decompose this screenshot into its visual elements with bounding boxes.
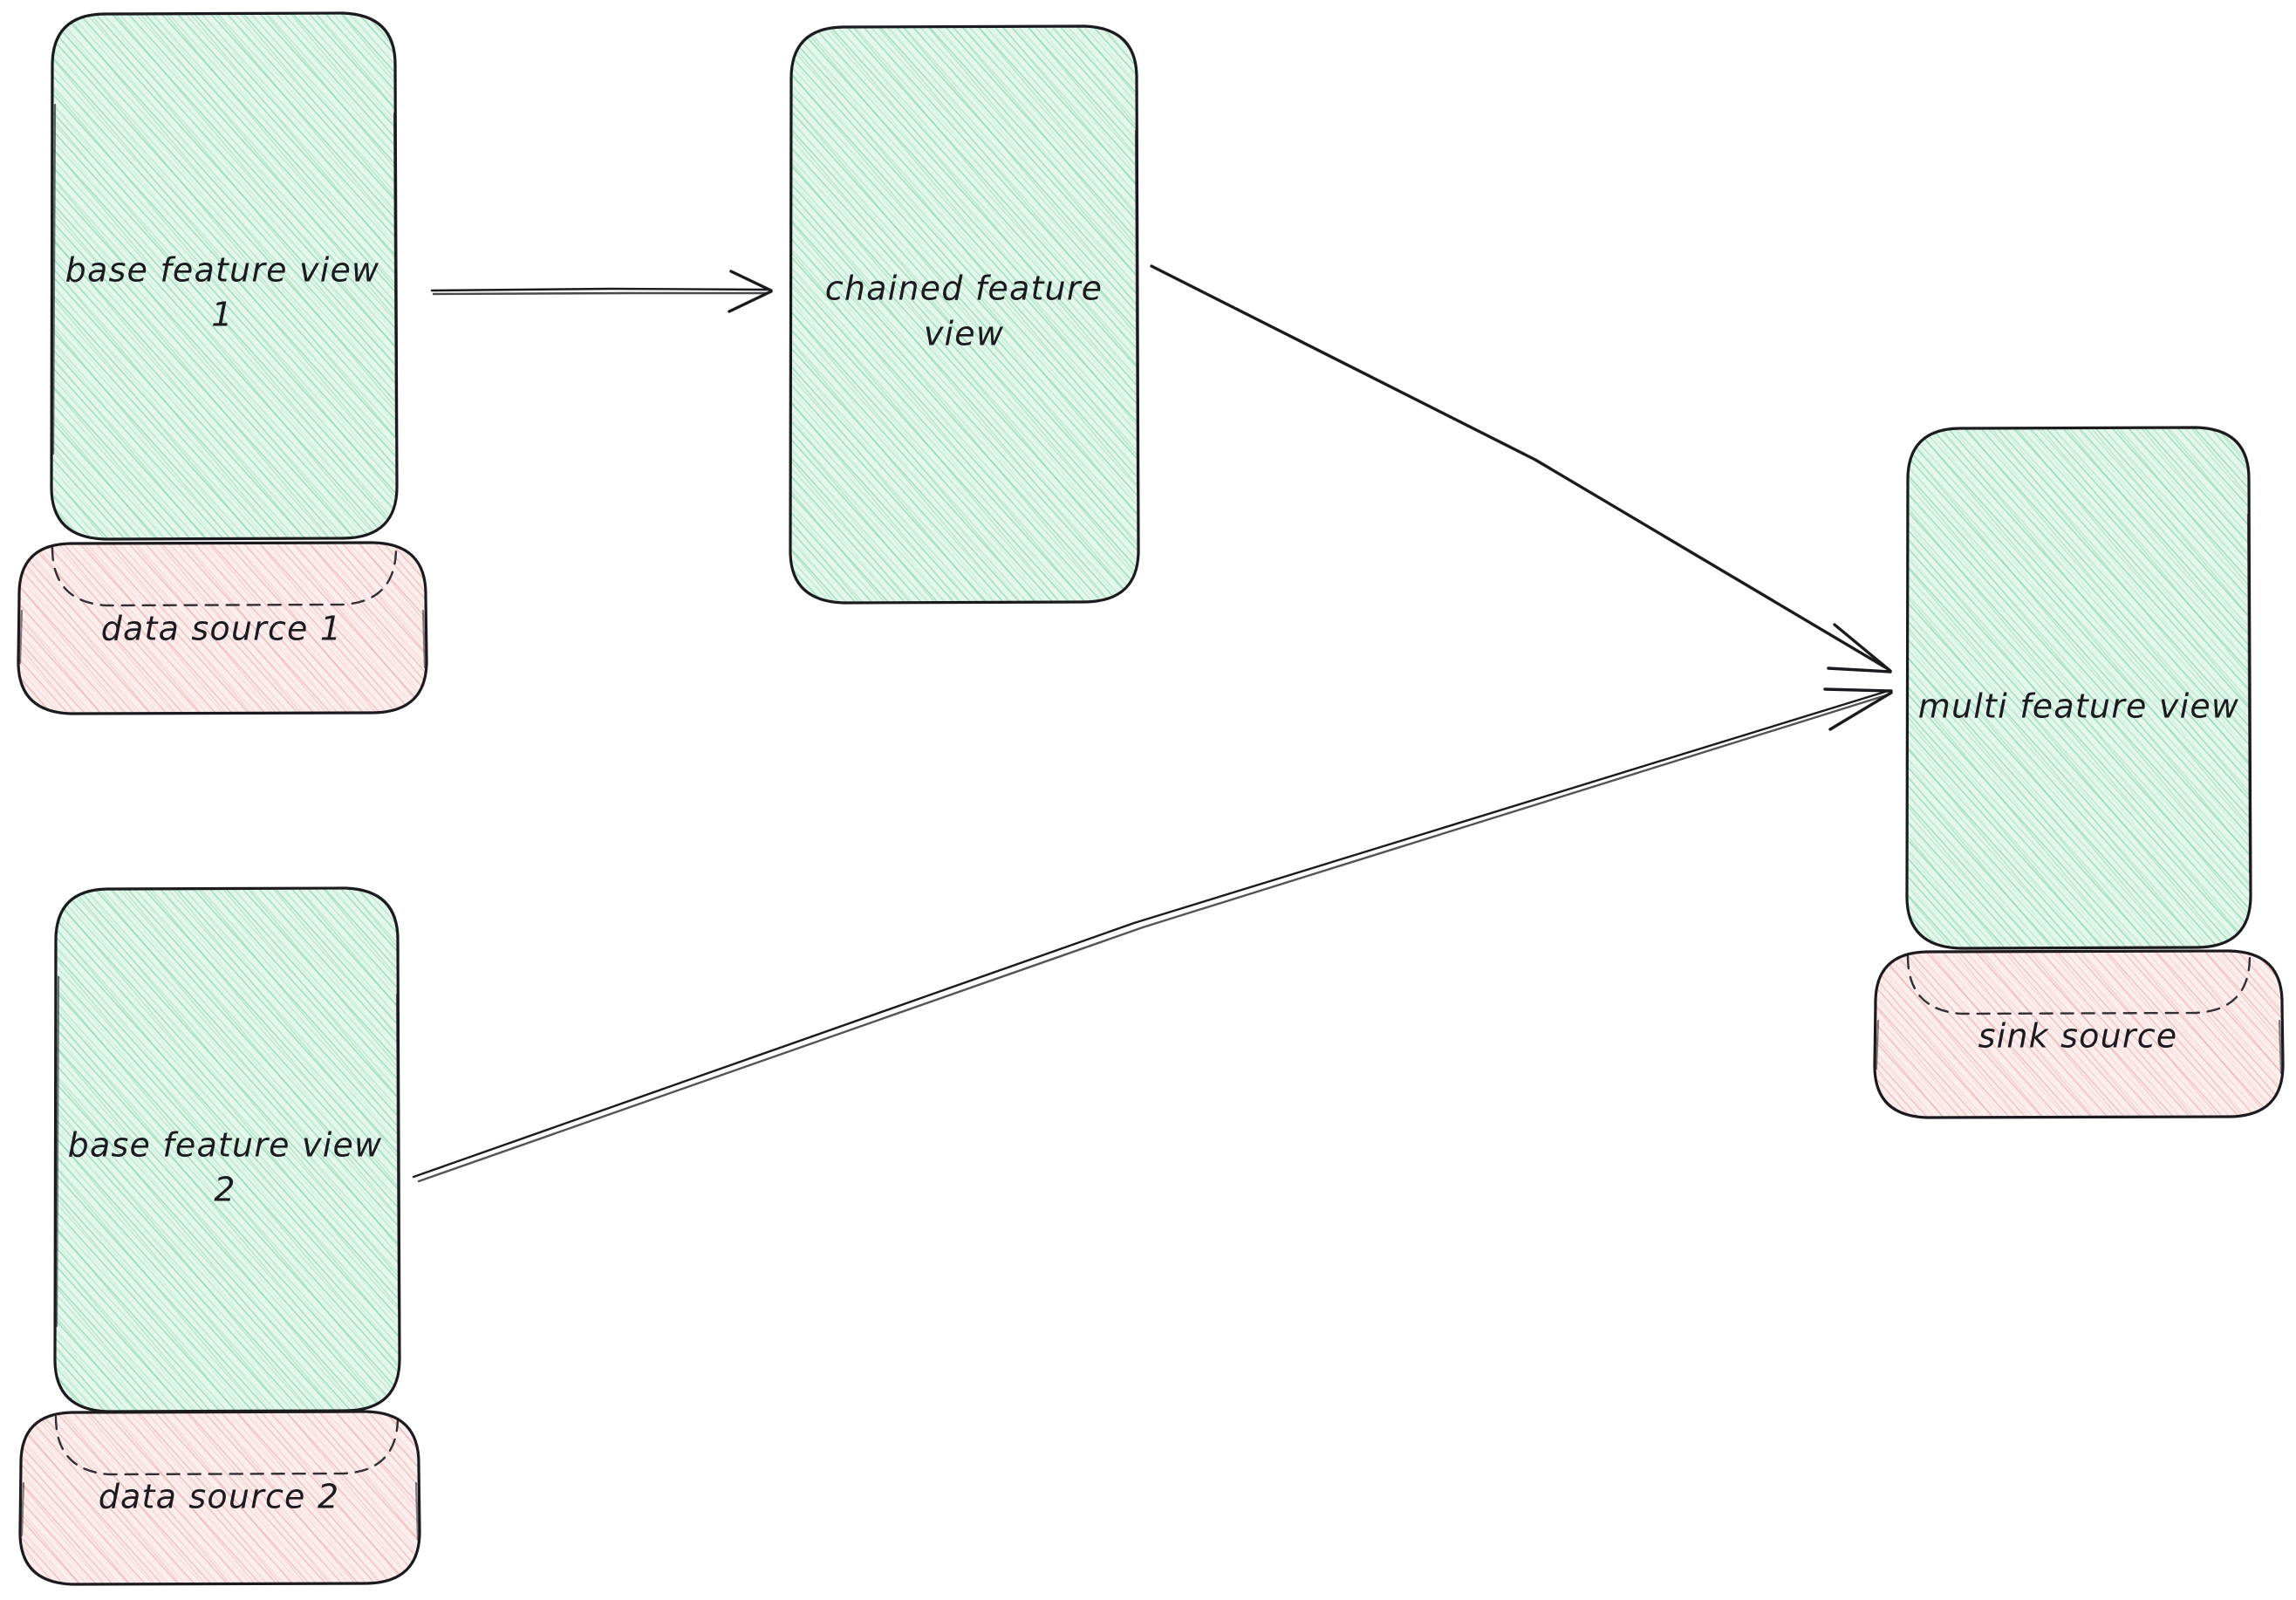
base-feature-view-1-border-sketch: [51, 103, 398, 455]
base-feature-view-2-fill: [54, 888, 400, 1411]
data-source-2-label: data source 2: [99, 1478, 340, 1516]
base-feature-view-2-label-line2: 2: [214, 1171, 236, 1209]
edge-3-line: [412, 689, 1889, 1179]
sink-source-border-sketch: [1875, 1019, 2283, 1075]
data-source-2-seam: [54, 1415, 400, 1476]
data-source-2-border: [18, 1410, 421, 1586]
chained-feature-view-label: chained feature: [825, 270, 1104, 308]
base-feature-view-1-fill: [51, 13, 397, 538]
node-sink-source[interactable]: sink source: [1873, 949, 2285, 1119]
edge-2-arrowhead: [1827, 623, 1892, 674]
data-source-2-border-sketch: [20, 1481, 420, 1542]
multi-feature-view-border-sketch: [2246, 513, 2252, 874]
data-source-1-border-sketch: [18, 609, 427, 669]
chained-feature-view-label-line2: view: [924, 315, 1004, 353]
sink-source-label: sink source: [1978, 1017, 2178, 1056]
chained-feature-view-fill: [789, 26, 1138, 602]
base-feature-view-1-border: [50, 11, 399, 541]
data-source-2-fill: [19, 1412, 419, 1583]
sink-source-border: [1873, 949, 2285, 1119]
base-feature-view-2-border-sketch: [55, 975, 400, 1328]
edge-1-line-sketch: [432, 291, 768, 296]
data-source-1-label: data source 1: [101, 610, 343, 648]
chained-feature-view-border: [789, 24, 1140, 605]
edge-chained-feature-view-to-multi-feature-view[interactable]: [1150, 264, 1892, 674]
multi-feature-view-label: multi feature view: [1918, 687, 2239, 726]
multi-feature-view-fill: [1906, 427, 2251, 947]
node-chained-feature-view[interactable]: chained feature view: [789, 24, 1140, 605]
base-feature-view-2-label: base feature view: [68, 1126, 383, 1165]
edge-2-line: [1150, 264, 1889, 670]
edge-base-feature-view-1-to-chained-feature-view[interactable]: [430, 270, 773, 313]
node-data-source-1[interactable]: data source 1: [17, 541, 428, 715]
edge-3-arrowhead: [1823, 687, 1893, 731]
node-data-source-2[interactable]: data source 2: [18, 1410, 421, 1586]
base-feature-view-1-label: base feature view: [65, 251, 380, 290]
edge-1-line: [430, 287, 769, 292]
node-base-feature-view-2[interactable]: base feature view 2: [53, 886, 401, 1413]
sink-source-fill: [1874, 951, 2282, 1117]
node-base-feature-view-1[interactable]: base feature view 1: [50, 11, 399, 541]
edge-1-arrowhead: [728, 270, 773, 313]
base-feature-view-2-border: [53, 886, 401, 1413]
edge-3-line-sketch: [417, 694, 1888, 1183]
sink-source-seam: [1906, 954, 2252, 1015]
data-source-1-border: [17, 541, 428, 715]
base-feature-view-1-label-line2: 1: [211, 296, 233, 334]
data-source-1-seam: [51, 546, 398, 607]
data-source-1-fill: [17, 543, 426, 713]
edge-base-feature-view-2-to-multi-feature-view[interactable]: [412, 687, 1893, 1183]
node-multi-feature-view[interactable]: multi feature view: [1905, 426, 2252, 950]
multi-feature-view-border: [1905, 426, 2252, 950]
chained-feature-view-border-sketch: [1134, 129, 1139, 490]
